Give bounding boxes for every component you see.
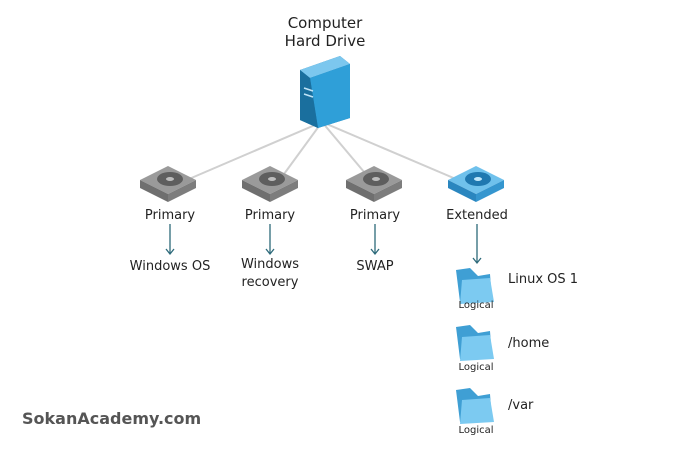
logical-label: Logical [458,300,494,311]
partition-content-label: Windows recovery [225,256,315,292]
root-label-line2: Hard Drive [284,32,366,50]
folder-icon [456,388,494,424]
partition-type-label: Extended [446,208,508,223]
watermark: SokanAcademy.com [22,409,202,428]
connector-line [321,121,471,186]
partition-type-label: Primary [144,208,196,223]
disk-icon-2 [242,166,298,202]
server-icon [300,56,350,128]
down-arrow-icon [472,224,482,265]
partition-content-line2: recovery [241,275,299,290]
arrows [165,224,482,265]
logical-name: /home [508,336,550,351]
partition-content-label: Windows OS [129,259,211,274]
connectors [174,121,471,186]
disk-icon-1 [140,166,196,202]
partition-type-label: Primary [349,208,401,223]
folder-icon [456,268,494,304]
logical-label: Logical [458,362,494,373]
partition-content-label: SWAP [356,259,394,274]
partition-content-line1: Windows [240,257,300,272]
root-label: Computer Hard Drive [260,14,390,50]
down-arrow-icon [265,224,275,256]
logical-name: /var [508,398,534,413]
partition-type-label: Primary [244,208,296,223]
disk-icon-3 [346,166,402,202]
down-arrow-icon [370,224,380,256]
logical-label: Logical [458,425,494,436]
disk-icon-extended [448,166,504,202]
logical-name: Linux OS 1 [508,272,579,287]
down-arrow-icon [165,224,175,256]
root-label-line1: Computer [287,14,363,32]
folder-icon [456,325,494,361]
connector-line [174,121,323,186]
